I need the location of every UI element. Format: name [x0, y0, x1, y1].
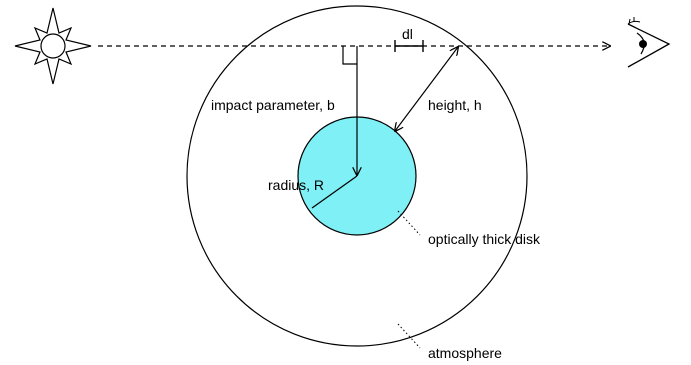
atmosphere-leader-line: [397, 323, 421, 349]
dl-segment: [394, 40, 424, 52]
impact-parameter-label: impact parameter, b: [211, 97, 335, 113]
dl-label: dl: [402, 26, 413, 42]
atmosphere-label: atmosphere: [428, 345, 502, 361]
disk-leader-line: [397, 210, 421, 236]
radius-label: radius, R: [268, 177, 324, 193]
disk-label: optically thick disk: [428, 231, 541, 247]
sun-icon: [14, 7, 92, 85]
eye-icon: [627, 17, 671, 68]
height-arrow: [395, 47, 458, 131]
atmosphere-circle: [186, 5, 528, 347]
right-angle-marker: [342, 46, 357, 65]
height-label: height, h: [428, 97, 482, 113]
radius-line: [311, 175, 358, 209]
